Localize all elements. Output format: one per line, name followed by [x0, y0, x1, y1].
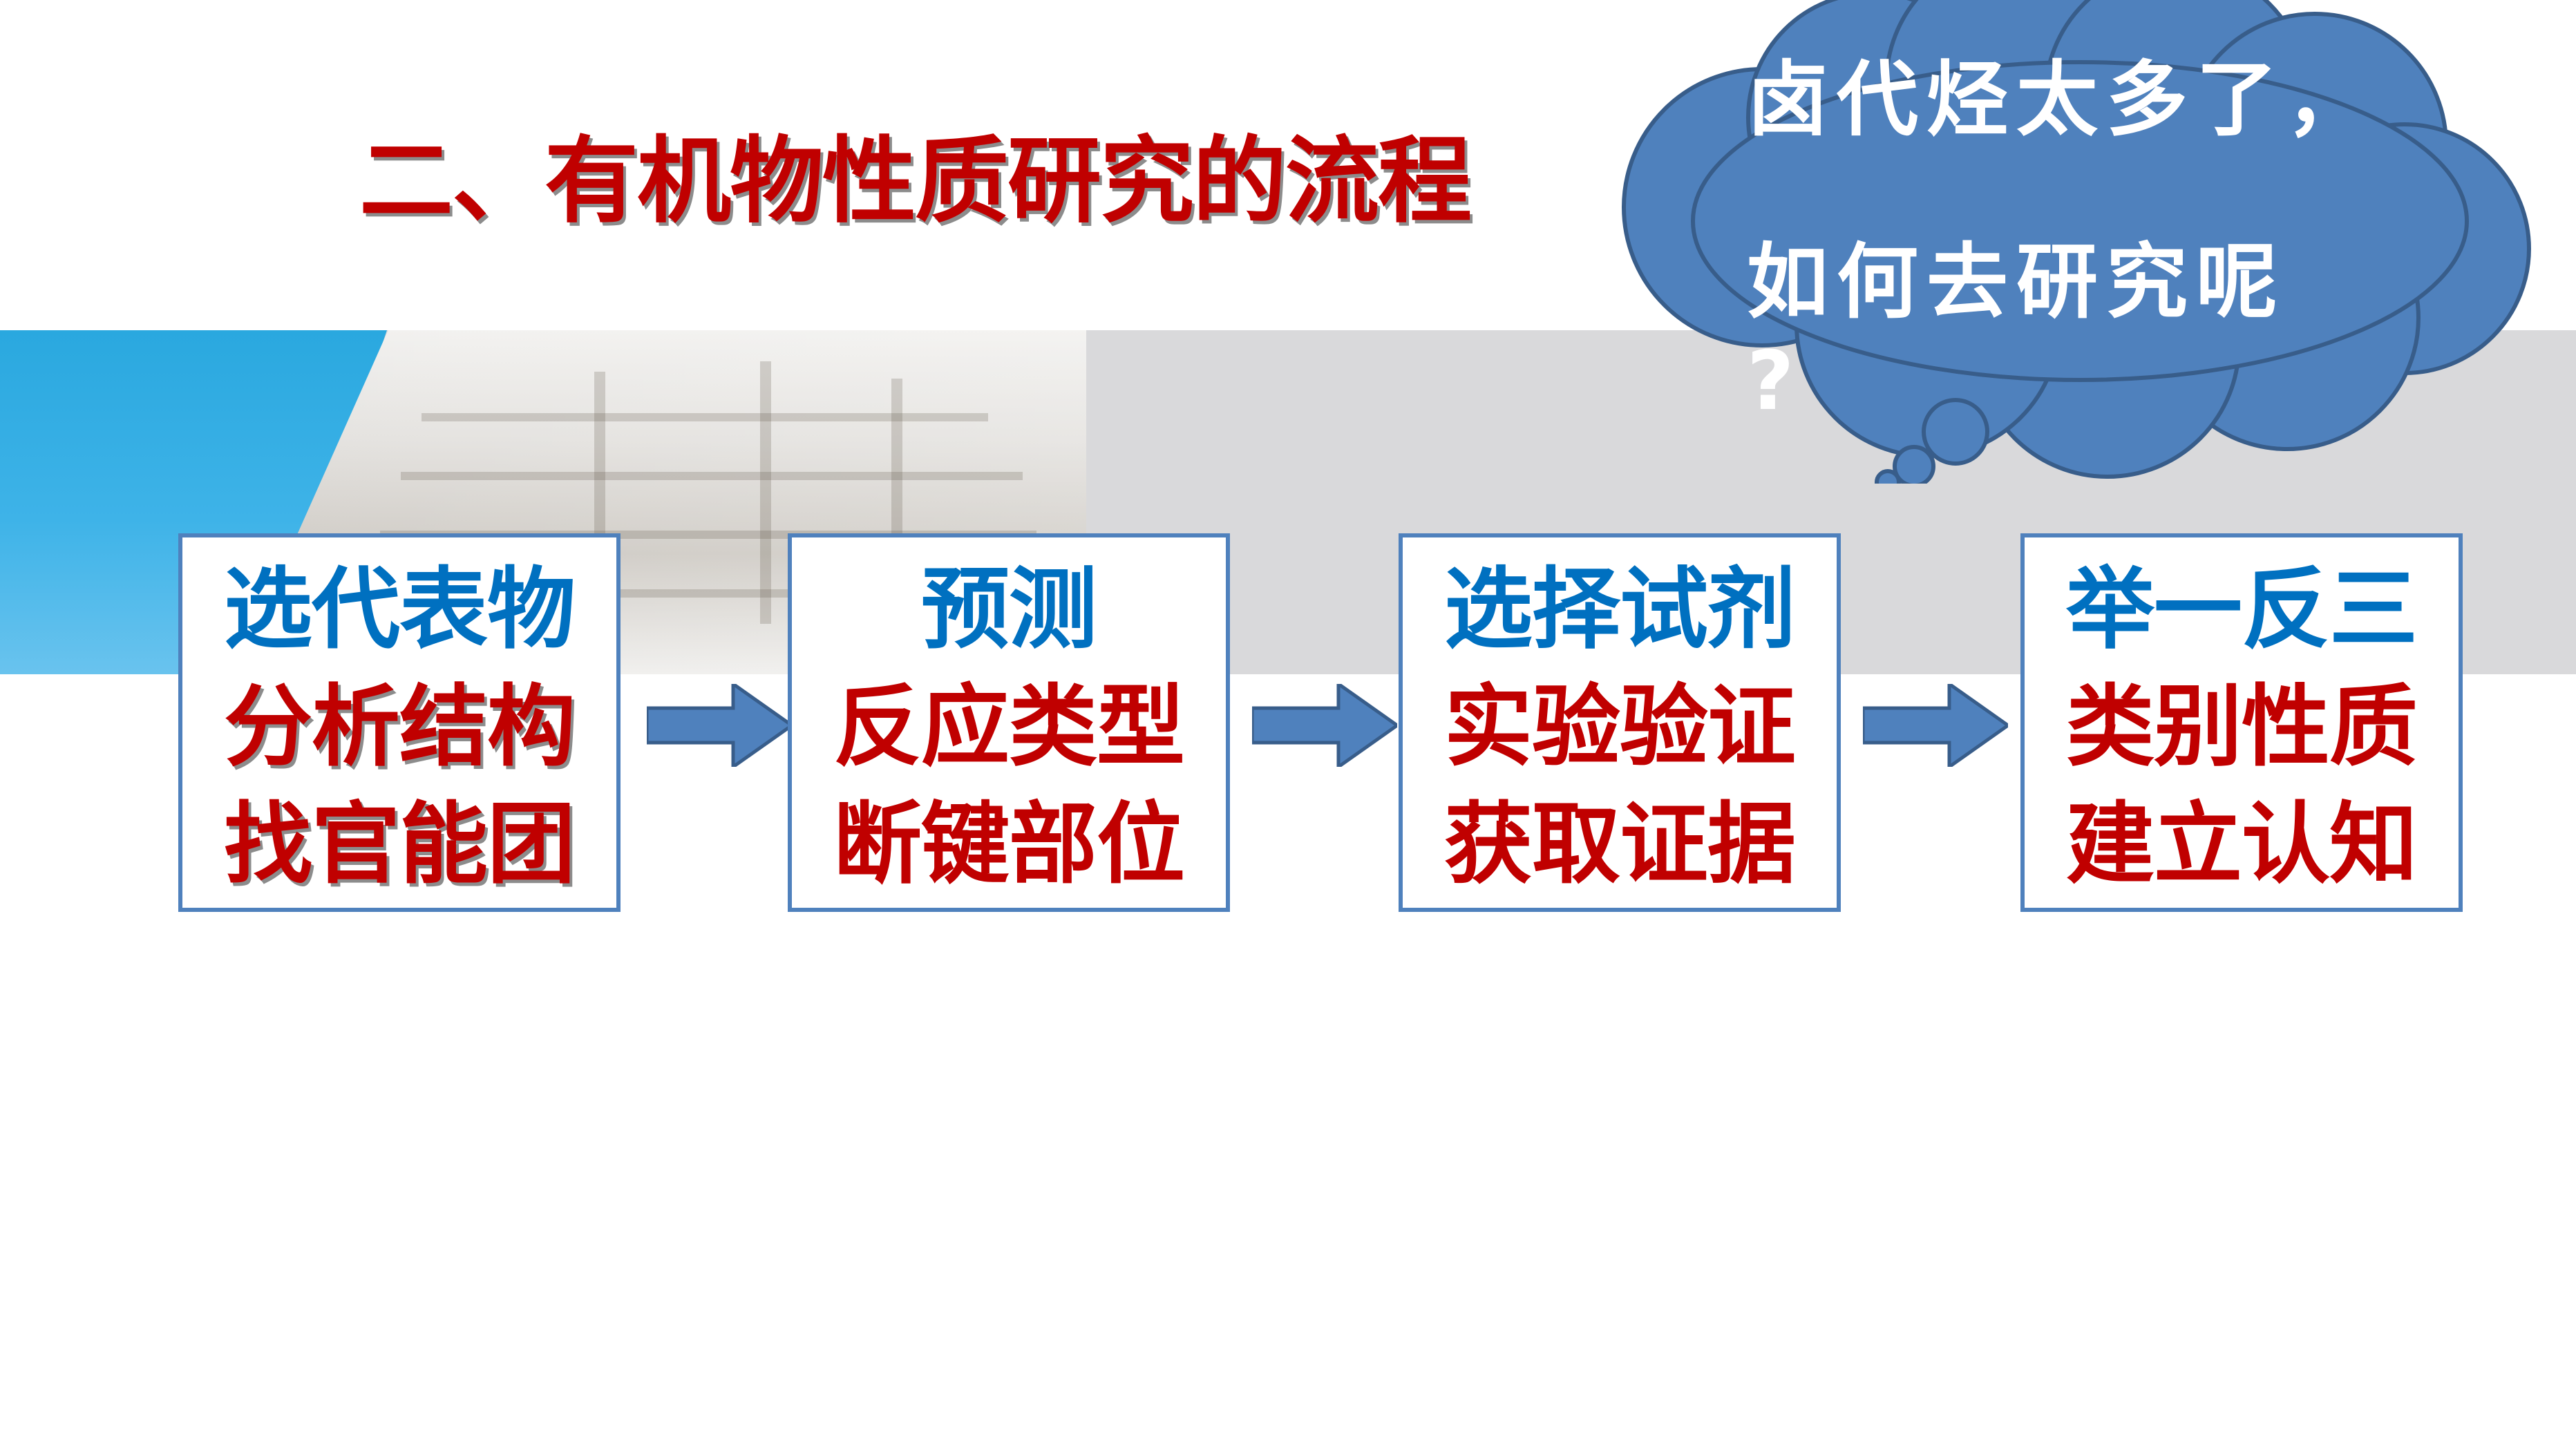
bubble-text-line-1: 卤代烃太多了，: [1747, 52, 2376, 147]
building-column-detail: [760, 361, 771, 624]
step-1-line-2: 分析结构: [223, 676, 576, 779]
step-2-line-2: 反应类型: [833, 676, 1185, 779]
step-3-line-2: 实验验证: [1443, 676, 1796, 779]
step-4-line-2: 类别性质: [2065, 676, 2418, 779]
bubble-text-line-3: ?: [1747, 333, 1803, 428]
process-step-2: 预测 反应类型 断键部位: [788, 533, 1230, 912]
process-step-1: 选代表物 分析结构 找官能团: [178, 533, 621, 912]
slide-title: 二、有机物性质研究的流程: [359, 127, 1472, 236]
step-3-line-1: 选择试剂: [1443, 558, 1796, 661]
flow-arrow-3: [1863, 684, 2008, 767]
step-4-line-3: 建立认知: [2065, 793, 2418, 896]
thought-bubble: [1622, 0, 2531, 484]
process-step-3: 选择试剂 实验验证 获取证据: [1399, 533, 1841, 912]
bubble-text-line-2: 如何去研究呢: [1747, 234, 2286, 330]
flow-arrow-1: [647, 684, 792, 767]
step-1-line-3: 找官能团: [223, 793, 576, 896]
step-1-line-1: 选代表物: [223, 558, 576, 661]
step-2-line-1: 预测: [920, 558, 1097, 661]
step-2-line-3: 断键部位: [833, 793, 1185, 896]
building-facade-detail: [422, 413, 988, 421]
step-3-line-3: 获取证据: [1443, 793, 1796, 896]
flow-arrow-2: [1252, 684, 1397, 767]
building-facade-detail: [401, 472, 1023, 480]
step-4-line-1: 举一反三: [2065, 558, 2418, 661]
process-step-4: 举一反三 类别性质 建立认知: [2020, 533, 2463, 912]
